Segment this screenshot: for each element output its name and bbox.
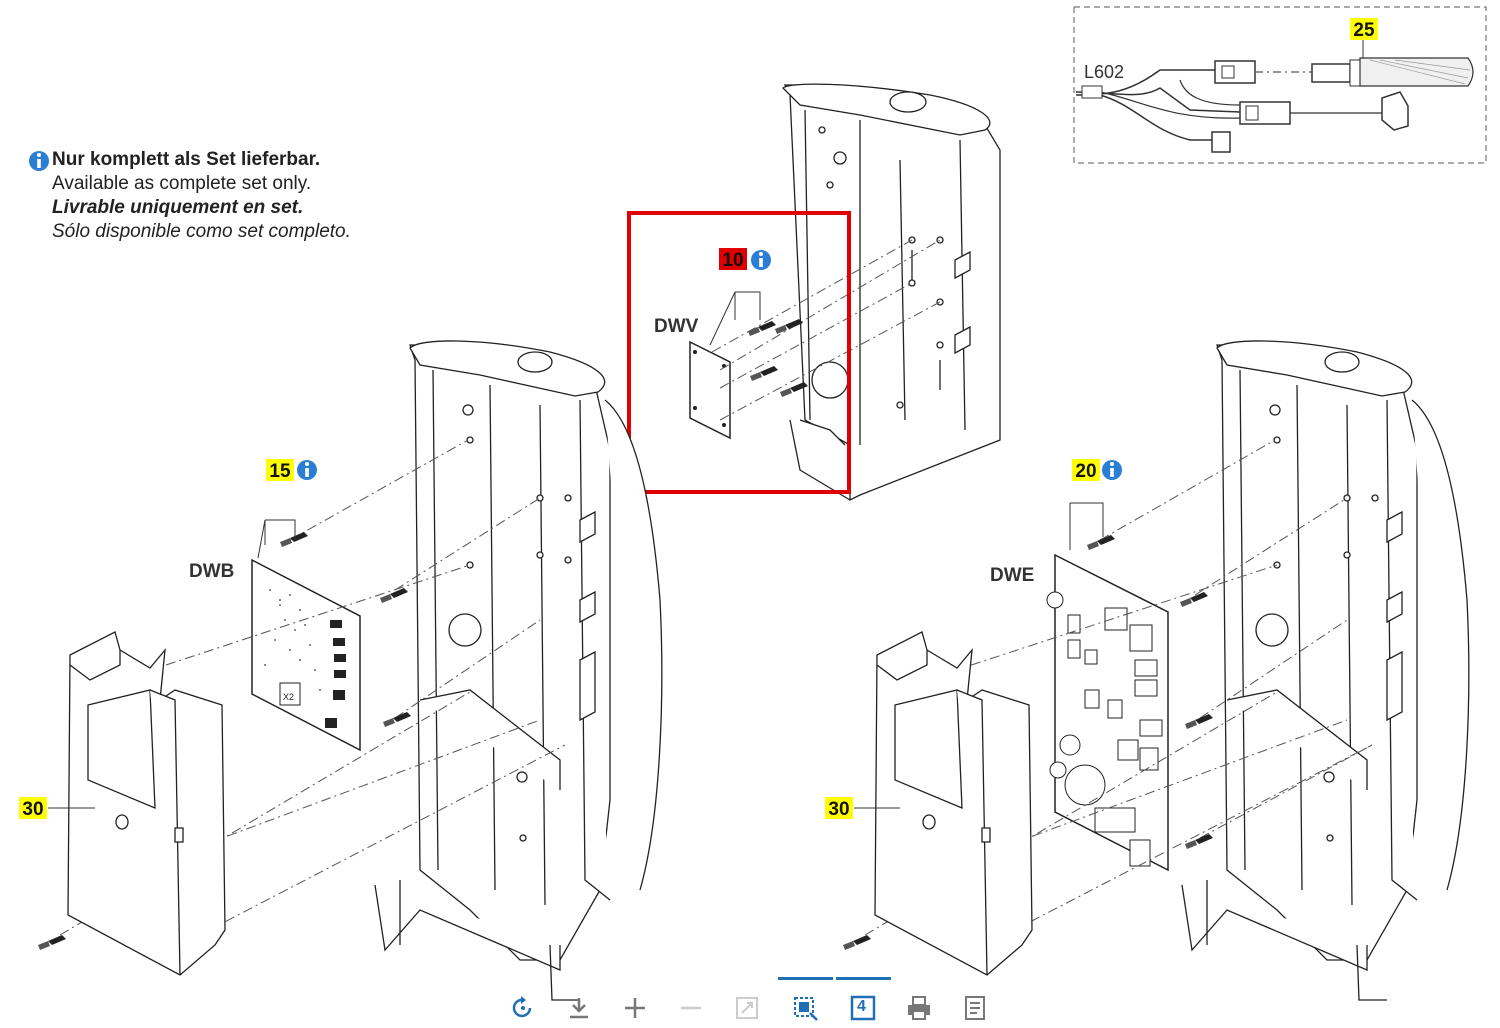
cover-right [874,631,1033,976]
housing-top [782,83,1001,502]
cable-label-l602: L602 [1084,62,1124,82]
note-english: Available as complete set only. [52,173,312,194]
housing-right [1181,340,1470,1001]
callout-15[interactable]: 15 [266,459,294,482]
board-dwv [689,340,731,440]
board-label-dwv: DWV [654,316,699,337]
zoom-in-icon[interactable] [620,993,650,1023]
notes-icon[interactable] [960,993,990,1023]
info-icon [297,460,317,480]
callout-20[interactable]: 20 [1072,459,1100,482]
board-x2-label: X2 [283,692,294,702]
select-area-icon[interactable] [790,993,820,1023]
toolbar-active-indicator [778,977,833,980]
callout-30-left-label: 30 [22,799,43,820]
cable-inset [1073,6,1487,164]
zoom-out-icon[interactable] [676,993,706,1023]
cover-left [67,631,226,976]
callout-20-label: 20 [1075,461,1096,482]
fit-icon[interactable] [732,993,762,1023]
callout-25-label: 25 [1353,20,1375,41]
housing-left [374,340,663,1001]
info-icon [29,151,49,171]
page-frame-icon [850,995,876,1021]
board-dwe [1046,553,1169,872]
selection-highlight [627,211,851,494]
download-icon[interactable] [564,993,594,1023]
callout-30-left[interactable]: 30 [19,797,47,820]
board-label-dwe: DWE [990,565,1034,586]
info-icon [1102,460,1122,480]
callout-10-label: 10 [722,250,743,271]
page-number: 4 [857,998,866,1015]
viewer-toolbar: 4 [500,975,1000,1025]
note-german: Nur komplett als Set lieferbar. [52,149,321,170]
note-french: Livrable uniquement en set. [52,197,304,218]
callout-15-label: 15 [269,461,291,482]
callout-25[interactable]: 25 [1350,18,1378,41]
availability-note: Nur komplett als Set lieferbar. Availabl… [28,148,351,244]
board-label-dwb: DWB [189,561,234,582]
callout-30-right-label: 30 [828,799,849,820]
print-icon[interactable] [904,993,934,1023]
callout-10[interactable]: 10 [719,248,747,271]
toolbar-active-indicator [836,977,891,980]
info-icon [751,250,771,270]
note-spanish: Sólo disponible como set completo. [52,221,351,242]
rotate-icon[interactable] [508,993,538,1023]
callout-30-right[interactable]: 30 [825,797,853,820]
board-dwb: X2 [251,558,361,752]
page-number-icon[interactable]: 4 [848,993,878,1023]
